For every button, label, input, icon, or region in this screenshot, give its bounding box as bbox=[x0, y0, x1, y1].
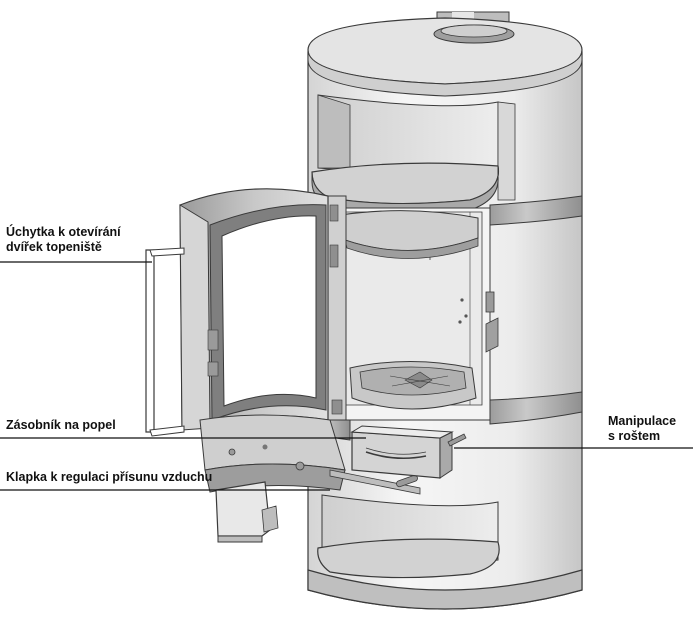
label-door-handle: Úchytka k otevírání dvířek topeniště bbox=[6, 225, 121, 255]
label-door-handle-line1: Úchytka k otevírání bbox=[6, 225, 121, 239]
label-door-handle-line2: dvířek topeniště bbox=[6, 240, 102, 254]
label-air-flap: Klapka k regulaci přísunu vzduchu bbox=[6, 470, 212, 485]
label-grate-line2: s roštem bbox=[608, 429, 661, 443]
firebox bbox=[329, 207, 499, 421]
label-air-flap-text: Klapka k regulaci přísunu vzduchu bbox=[6, 470, 213, 484]
label-ash-box-text: Zásobník na popel bbox=[6, 418, 116, 432]
ash-drawer bbox=[350, 425, 454, 479]
label-grate-line1: Manipulace bbox=[608, 414, 677, 428]
lower-section bbox=[199, 414, 421, 543]
callout-lines bbox=[0, 261, 693, 491]
door-frame bbox=[325, 195, 347, 421]
lower-niche bbox=[317, 494, 500, 579]
label-grate: Manipulace s roštem bbox=[608, 414, 676, 444]
label-ash-box: Zásobník na popel bbox=[6, 418, 116, 433]
open-door bbox=[145, 188, 329, 437]
grate-lever bbox=[447, 433, 467, 447]
